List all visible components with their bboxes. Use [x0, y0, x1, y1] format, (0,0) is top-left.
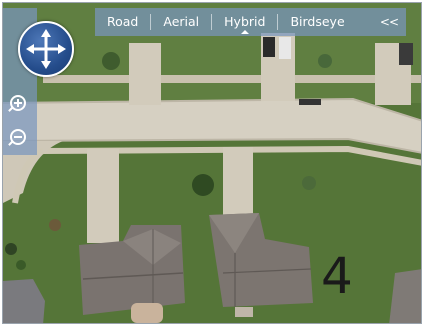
tab-separator: [150, 14, 152, 30]
tab-separator: [211, 14, 213, 30]
pan-compass-icon[interactable]: [18, 21, 74, 77]
zoom-out-icon[interactable]: [8, 129, 26, 146]
zoom-in-icon[interactable]: [8, 95, 26, 112]
map-style-toolbar: Road Aerial Hybrid Birdseye <<: [95, 8, 406, 36]
tab-road[interactable]: Road: [107, 14, 139, 29]
collapse-toolbar-button[interactable]: <<: [379, 15, 399, 29]
aerial-map-imagery[interactable]: [3, 3, 422, 324]
tab-birdseye[interactable]: Birdseye: [290, 14, 345, 29]
house-number-label: 4: [321, 247, 353, 305]
map-frame[interactable]: Road Aerial Hybrid Birdseye << 4: [2, 2, 422, 324]
tab-separator: [277, 14, 279, 30]
tab-hybrid[interactable]: Hybrid: [212, 8, 277, 36]
tab-aerial[interactable]: Aerial: [163, 14, 200, 29]
compass-arrows-icon: [26, 29, 66, 69]
